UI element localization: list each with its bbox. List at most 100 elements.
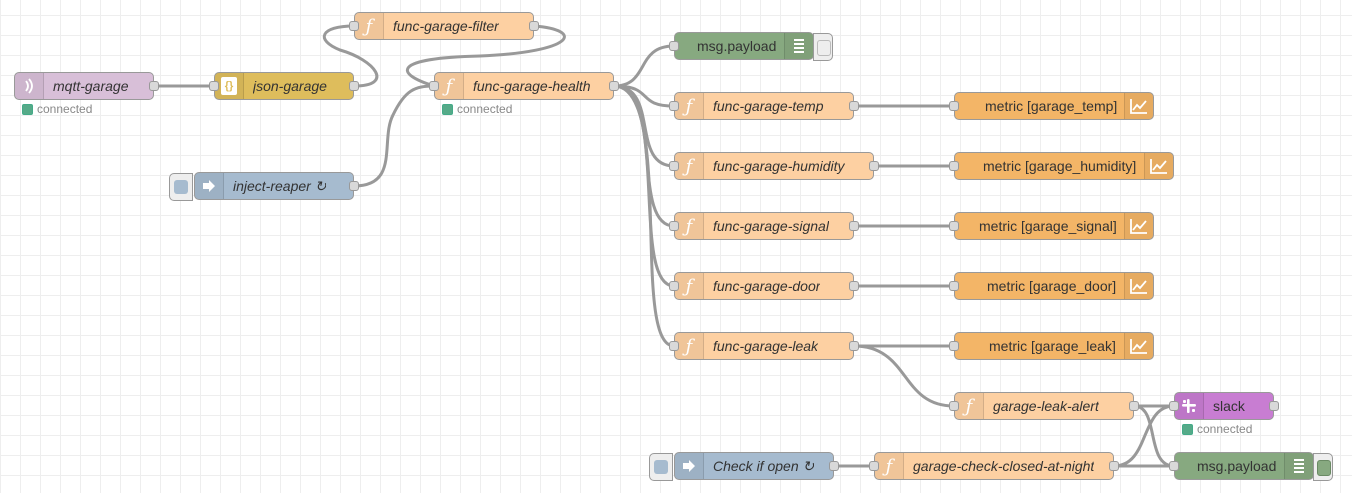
- output-port[interactable]: [849, 221, 859, 231]
- input-port[interactable]: [949, 221, 959, 231]
- node-label: func-garage-humidity: [713, 158, 845, 174]
- chart-icon: [1124, 333, 1153, 359]
- output-port[interactable]: [849, 281, 859, 291]
- input-port[interactable]: [1169, 401, 1179, 411]
- wire: [352, 84, 436, 188]
- status-text: connected: [37, 102, 93, 116]
- output-port[interactable]: [349, 181, 359, 191]
- metric-garage-door-node[interactable]: metric [garage_door]: [949, 272, 1154, 300]
- output-port[interactable]: [609, 81, 619, 91]
- func-garage-signal-node[interactable]: ƒ func-garage-signal: [669, 212, 859, 240]
- chart-icon: [1144, 153, 1173, 179]
- status-text: connected: [1197, 422, 1253, 436]
- slack-node[interactable]: slack: [1169, 392, 1279, 420]
- chart-icon: [1124, 213, 1153, 239]
- input-port[interactable]: [949, 161, 959, 171]
- function-icon: ƒ: [955, 393, 984, 419]
- wire: [612, 84, 676, 168]
- input-port[interactable]: [209, 81, 219, 91]
- node-label: json-garage: [253, 78, 327, 94]
- node-label: func-garage-health: [473, 78, 591, 94]
- status-indicator: connected: [22, 102, 92, 116]
- function-icon: ƒ: [675, 213, 704, 239]
- node-label: mqtt-garage: [53, 78, 129, 94]
- metric-garage-signal-node[interactable]: metric [garage_signal]: [949, 212, 1154, 240]
- input-port[interactable]: [349, 21, 359, 31]
- function-icon: ƒ: [435, 73, 464, 99]
- node-label: garage-leak-alert: [993, 398, 1099, 414]
- inject-button[interactable]: [169, 173, 193, 201]
- function-icon: ƒ: [675, 93, 704, 119]
- func-garage-health-node[interactable]: ƒ func-garage-health: [429, 72, 619, 100]
- debug-toggle-button[interactable]: [813, 33, 833, 61]
- input-port[interactable]: [949, 281, 959, 291]
- bridge-icon: [15, 73, 44, 99]
- output-port[interactable]: [829, 461, 839, 471]
- input-port[interactable]: [949, 101, 959, 111]
- input-port[interactable]: [669, 221, 679, 231]
- wire: [612, 44, 676, 88]
- func-garage-temp-node[interactable]: ƒ func-garage-temp: [669, 92, 859, 120]
- node-label: func-garage-leak: [713, 338, 819, 354]
- function-icon: ƒ: [675, 153, 704, 179]
- garage-leak-alert-node[interactable]: ƒ garage-leak-alert: [949, 392, 1139, 420]
- debug-list-icon: [1284, 453, 1313, 479]
- input-port[interactable]: [429, 81, 439, 91]
- node-label: func-garage-temp: [713, 98, 824, 114]
- inject-icon: [195, 173, 224, 199]
- json-garage-node[interactable]: {} json-garage: [209, 72, 359, 100]
- debug-node-bottom[interactable]: msg.payload: [1169, 452, 1333, 481]
- node-label: func-garage-filter: [393, 18, 499, 34]
- output-port[interactable]: [349, 81, 359, 91]
- input-port[interactable]: [669, 41, 679, 51]
- output-port[interactable]: [149, 81, 159, 91]
- wire: [612, 84, 676, 108]
- input-port[interactable]: [949, 341, 959, 351]
- check-if-open-node[interactable]: Check if open ↻: [649, 452, 839, 481]
- output-port[interactable]: [1129, 401, 1139, 411]
- wire: [1132, 404, 1176, 468]
- input-port[interactable]: [869, 461, 879, 471]
- json-icon: {}: [215, 73, 244, 99]
- node-label: func-garage-signal: [713, 218, 829, 234]
- output-port[interactable]: [529, 21, 539, 31]
- node-label: slack: [1213, 398, 1245, 414]
- status-text: connected: [457, 102, 513, 116]
- garage-check-closed-at-night-node[interactable]: ƒ garage-check-closed-at-night: [869, 452, 1119, 480]
- input-port[interactable]: [1169, 461, 1179, 471]
- slack-icon: [1175, 393, 1204, 419]
- input-port[interactable]: [669, 101, 679, 111]
- node-label: metric [garage_door]: [987, 278, 1117, 294]
- output-port[interactable]: [849, 341, 859, 351]
- func-garage-door-node[interactable]: ƒ func-garage-door: [669, 272, 859, 300]
- node-label: metric [garage_leak]: [989, 338, 1116, 354]
- function-icon: ƒ: [675, 333, 704, 359]
- output-port[interactable]: [869, 161, 879, 171]
- input-port[interactable]: [669, 281, 679, 291]
- wire: [852, 344, 956, 408]
- chart-icon: [1124, 93, 1153, 119]
- metric-garage-temp-node[interactable]: metric [garage_temp]: [949, 92, 1154, 120]
- debug-node[interactable]: msg.payload: [669, 32, 833, 61]
- input-port[interactable]: [669, 341, 679, 351]
- input-port[interactable]: [949, 401, 959, 411]
- input-port[interactable]: [669, 161, 679, 171]
- inject-reaper-node[interactable]: inject-reaper ↻: [169, 172, 359, 201]
- func-garage-leak-node[interactable]: ƒ func-garage-leak: [669, 332, 859, 360]
- mqtt-garage-node[interactable]: mqtt-garage: [14, 72, 159, 100]
- output-port[interactable]: [849, 101, 859, 111]
- debug-toggle-button[interactable]: [1313, 453, 1333, 481]
- wire: [612, 84, 676, 228]
- func-garage-filter-node[interactable]: ƒ func-garage-filter: [349, 12, 539, 40]
- output-port[interactable]: [1109, 461, 1119, 471]
- func-garage-humidity-node[interactable]: ƒ func-garage-humidity: [669, 152, 879, 180]
- metric-garage-humidity-node[interactable]: metric [garage_humidity]: [949, 152, 1174, 180]
- inject-button[interactable]: [649, 453, 673, 481]
- output-port[interactable]: [1269, 401, 1279, 411]
- status-indicator: connected: [1182, 422, 1252, 436]
- node-label: func-garage-door: [713, 278, 821, 294]
- wire: [612, 84, 676, 348]
- status-indicator: connected: [442, 102, 512, 116]
- metric-garage-leak-node[interactable]: metric [garage_leak]: [949, 332, 1154, 360]
- function-icon: ƒ: [355, 13, 384, 39]
